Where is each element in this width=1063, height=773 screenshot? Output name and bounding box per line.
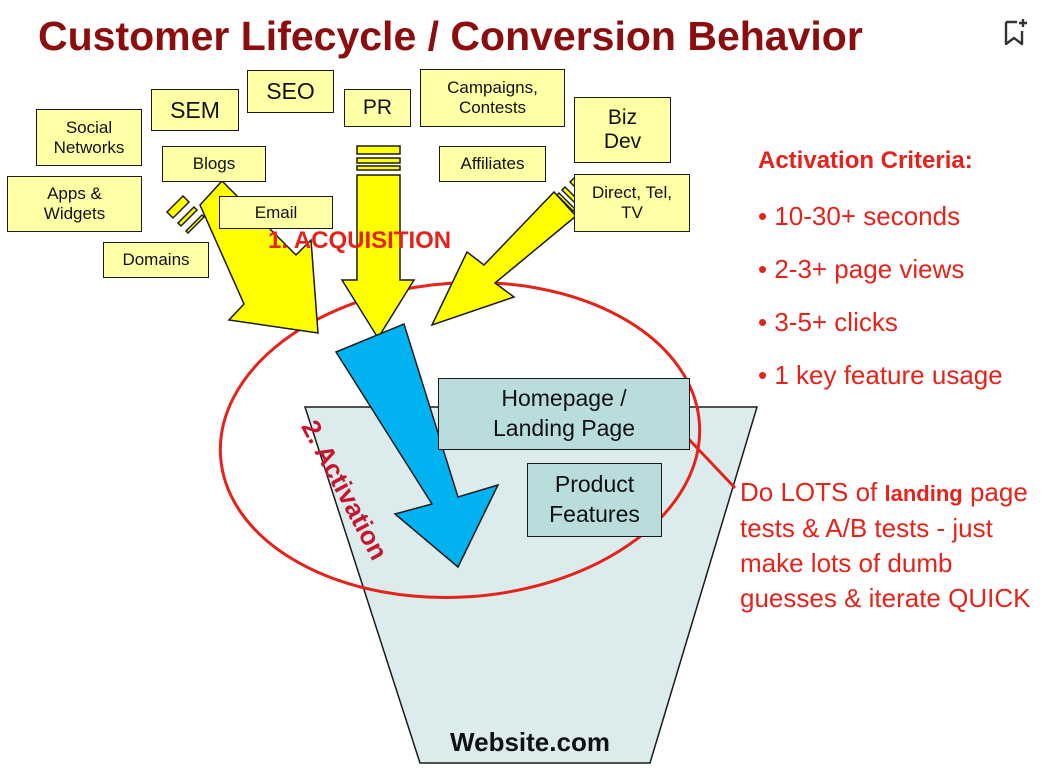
homepage-landing-box: Homepage /Landing Page bbox=[438, 378, 690, 450]
activation-arrow bbox=[334, 322, 500, 569]
source-affiliates: Affiliates bbox=[439, 146, 546, 182]
page-title: Customer Lifecycle / Conversion Behavior bbox=[38, 13, 863, 59]
acquisition-arrow-right bbox=[430, 190, 578, 327]
acquisition-stripe-center-3 bbox=[356, 165, 401, 171]
acquisition-stripe-left-1 bbox=[165, 194, 191, 220]
pointer-line bbox=[680, 430, 737, 490]
source-email: Email bbox=[219, 196, 333, 229]
website-funnel bbox=[303, 406, 759, 764]
note-bold: landing bbox=[884, 481, 963, 506]
source-seo: SEO bbox=[247, 70, 334, 113]
note-line3: make lots of dumb bbox=[740, 548, 953, 578]
acquisition-stripe-left-2 bbox=[176, 205, 199, 228]
source-pr: PR bbox=[344, 89, 411, 127]
acquisition-stripe-center-1 bbox=[356, 145, 401, 155]
website-label: Website.com bbox=[450, 727, 610, 757]
acquisition-arrow-center bbox=[340, 174, 416, 340]
criteria-item: • 10-30+ seconds bbox=[758, 201, 961, 231]
acquisition-stripe-center-2 bbox=[356, 157, 401, 164]
note-part1: Do LOTS of bbox=[740, 477, 885, 507]
landing-test-note: Do LOTS of landing page tests & A/B test… bbox=[740, 475, 1063, 616]
source-campaigns-contests: Campaigns,Contests bbox=[420, 69, 565, 127]
source-direct-tel-tv: Direct, Tel,TV bbox=[574, 174, 690, 232]
note-line2: tests & A/B tests - just bbox=[740, 513, 993, 543]
criteria-item: • 1 key feature usage bbox=[758, 360, 1003, 390]
source-blogs: Blogs bbox=[162, 146, 266, 182]
source-apps-widgets: Apps &Widgets bbox=[7, 176, 142, 232]
note-part2: page bbox=[962, 477, 1028, 507]
activation-criteria: Activation Criteria: • 10-30+ seconds • … bbox=[758, 146, 1058, 402]
criteria-heading: Activation Criteria: bbox=[758, 147, 973, 174]
note-line4: guesses & iterate QUICK bbox=[740, 583, 1031, 613]
source-domains: Domains bbox=[103, 242, 209, 278]
criteria-item: • 2-3+ page views bbox=[758, 254, 965, 284]
source-sem: SEM bbox=[151, 89, 239, 131]
acquisition-label: 1. ACQUISITION bbox=[268, 227, 452, 254]
criteria-item: • 3-5+ clicks bbox=[758, 307, 898, 337]
bookmark-add-icon[interactable] bbox=[1000, 16, 1030, 48]
criteria-list: • 10-30+ seconds • 2-3+ page views • 3-5… bbox=[758, 190, 1058, 402]
activation-ellipse bbox=[218, 280, 702, 600]
acquisition-stripe-left-3 bbox=[184, 213, 206, 235]
